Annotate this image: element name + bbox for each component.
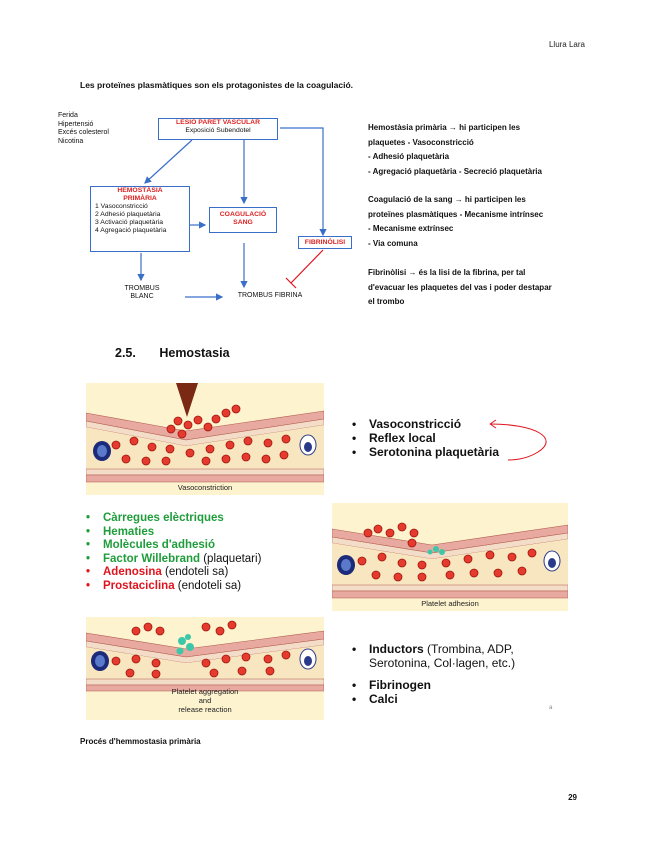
lesion-subtitle: Exposició Subendotel xyxy=(185,127,251,134)
cause-item: Hipertensió xyxy=(58,120,94,128)
section-name: Hemostasia xyxy=(159,346,230,360)
list-item-text: Adenosina xyxy=(103,566,162,578)
cause-item: Excés colesterol xyxy=(58,129,109,137)
hemostasia-box: HEMOSTÀSIA PRIMÀRIA 1 Vasoconstricció 2 … xyxy=(90,186,190,252)
trombus-fibrina-label: TROMBUS FIBRINA xyxy=(237,292,303,299)
fibrinolisi-title: FIBRINÒLISI xyxy=(304,239,346,246)
list-item-text: Càrregues elèctriques xyxy=(103,512,224,524)
platelet-adhesion-image: Platelet adhesion xyxy=(332,503,568,611)
trombus-blanc-line1: TROMBUS xyxy=(124,285,160,292)
coagulacio-box: COAGULACIÓ SANG xyxy=(209,207,277,233)
adhesion-factors-list: Càrregues elèctriques Hematies Molècules… xyxy=(86,512,261,593)
caption-line: and xyxy=(198,696,212,705)
list-item: Vasoconstricció xyxy=(352,417,499,431)
note-line: el trombo xyxy=(368,297,405,306)
list-item: Fibrinogen xyxy=(352,678,515,692)
vessel-illustration xyxy=(86,620,324,692)
trombus-blanc-line2: BLANC xyxy=(130,293,154,300)
section-title: 2.5. Hemostasia xyxy=(115,346,230,360)
note-line: Coagulació de la sang → hi participen le… xyxy=(368,195,526,204)
intro-text: Les proteïnes plasmàtiques son els prota… xyxy=(80,80,354,90)
caption-line: Platelet aggregation xyxy=(171,687,239,696)
list-item: Càrregues elèctriques xyxy=(86,512,261,526)
flow-arrows xyxy=(137,127,327,301)
vasoconstriction-image: Vasoconstriction xyxy=(86,383,324,495)
list-item: Serotonina plaquetària xyxy=(352,445,499,459)
note-line: - Agregació plaquetària - Secreció plaqu… xyxy=(368,166,542,176)
notes-coagulacio: Coagulació de la sang → hi participen le… xyxy=(368,193,593,251)
list-item: Inductors (Trombina, ADP,Serotonina, Col… xyxy=(352,642,515,670)
list-item-text: Prostaciclina xyxy=(103,579,175,592)
hemostasia-step: 2 Adhesió plaquetària xyxy=(95,211,161,218)
curved-arrow xyxy=(489,419,547,461)
causes-list: Ferida Hipertensió Excés colesterol Nico… xyxy=(58,112,109,146)
hemostasia-step: 4 Agregació plaquetària xyxy=(95,227,167,234)
list-item: Reflex local xyxy=(352,431,499,445)
hemostasia-title: HEMOSTÀSIA xyxy=(117,187,163,194)
list-item: Molècules d'adhesió xyxy=(86,539,261,553)
vessel-illustration xyxy=(86,383,324,483)
list-item-text: Factor Willebrand xyxy=(103,552,201,565)
note-line: plaquetes - Vasoconstricció xyxy=(368,137,474,147)
list-item-text: Molècules d'adhesió xyxy=(103,539,216,551)
list-item: Adenosina (endoteli sa) xyxy=(86,566,261,580)
vasoconstriction-caption: Vasoconstriction xyxy=(177,483,233,492)
platelet-aggregation-image: Platelet aggregation and release reactio… xyxy=(86,617,324,720)
page-number: 29 xyxy=(568,793,577,802)
coagulacio-title: COAGULACIÓ xyxy=(219,211,267,218)
small-mark: a xyxy=(549,705,553,711)
cause-item: Ferida xyxy=(58,112,78,119)
list-item-text: Hematies xyxy=(103,525,155,538)
list-item-note: (Trombina, ADP, xyxy=(423,642,514,656)
vessel-illustration xyxy=(332,522,568,599)
list-item-note: Serotonina, Col·lagen, etc.) xyxy=(369,656,516,670)
aggregation-list: Inductors (Trombina, ADP,Serotonina, Col… xyxy=(352,642,515,706)
notes-fibrinolisi: Fibrinòlisi → és la lisi de la fibrina, … xyxy=(368,266,593,310)
note-line: d'evacuar les plaquetes del vas i poder … xyxy=(368,282,552,292)
section-number: 2.5. xyxy=(115,346,136,360)
lesion-title: LESIÓ PARET VASCULAR xyxy=(176,119,260,126)
list-item: Factor Willebrand (plaquetari) xyxy=(86,553,261,567)
list-item: Calci xyxy=(352,692,515,706)
hemostasia-step: 3 Activació plaquetària xyxy=(95,219,164,226)
list-item-text: Inductors xyxy=(369,642,424,656)
fibrinolisi-box: FIBRINÒLISI xyxy=(298,236,352,249)
cause-item: Nicotina xyxy=(58,137,84,145)
list-item: Prostaciclina (endoteli sa) xyxy=(86,580,261,594)
note-line: Fibrinòlisi → és la lisi de la fibrina, … xyxy=(368,268,526,277)
hemostasia-step: 1 Vasoconstricció xyxy=(95,203,148,210)
note-line: - Mecanisme extrínsec xyxy=(368,224,454,233)
note-line: - Adhesió plaquetària xyxy=(368,152,450,161)
note-line: - Via comuna xyxy=(368,238,418,248)
list-item-note: (endoteli sa) xyxy=(161,566,229,578)
list-item-note: (endoteli sa) xyxy=(174,579,242,592)
caption-line: release reaction xyxy=(178,705,232,714)
figure-caption: Procés d'hemmostasia primària xyxy=(80,737,201,746)
hemostasia-subtitle: PRIMÀRIA xyxy=(123,195,157,202)
list-item-note: (plaquetari) xyxy=(200,552,262,565)
platelet-adhesion-caption: Platelet adhesion xyxy=(421,599,479,608)
note-line: Hemostàsia primària → hi participen les xyxy=(368,123,521,132)
vasoconstriction-list: Vasoconstricció Reflex local Serotonina … xyxy=(352,417,499,459)
lesion-box: LESIÓ PARET VASCULAR Exposició Subendote… xyxy=(158,118,278,140)
coagulacio-subtitle: SANG xyxy=(233,219,253,226)
author-name: Llura Lara xyxy=(548,40,585,49)
note-line: proteïnes plasmàtiques - Mecanisme intrí… xyxy=(368,209,544,219)
platelet-aggregation-caption: Platelet aggregation and release reactio… xyxy=(86,687,324,714)
trombus-blanc-label: TROMBUS BLANC xyxy=(112,285,172,301)
list-item: Hematies xyxy=(86,526,261,540)
notes-hemostasia: Hemostàsia primària → hi participen les … xyxy=(368,121,593,179)
